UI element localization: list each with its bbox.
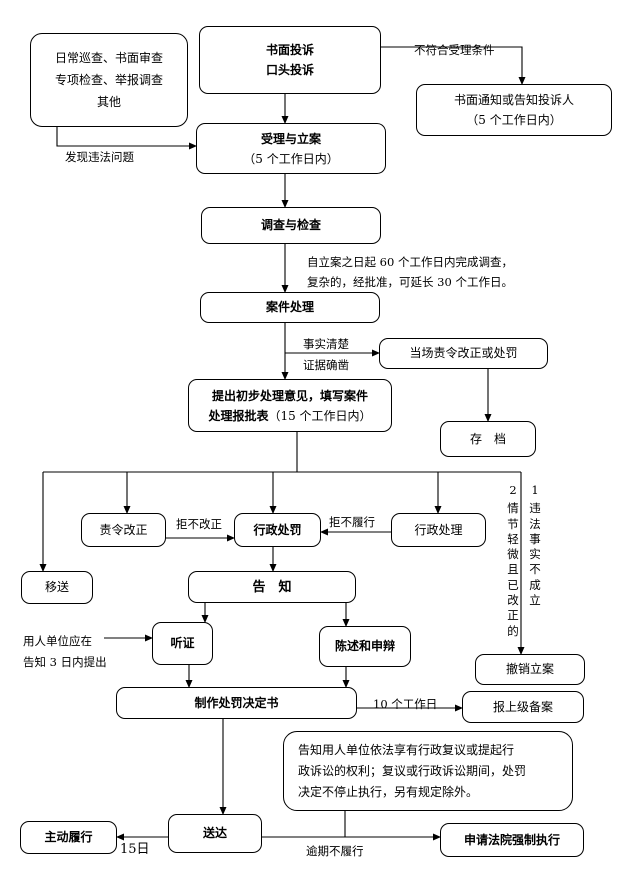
proposal-deadline: （15 个工作日内） xyxy=(268,408,372,423)
reason-1-char: 违 xyxy=(529,501,541,516)
refuse-perform-label: 拒不履行 xyxy=(329,515,375,529)
hearing-label: 听证 xyxy=(170,636,195,650)
complaint-oral: 口头投诉 xyxy=(265,63,314,77)
refuse-fix-label: 拒不改正 xyxy=(176,517,222,531)
case-handling-box: 案件处理 xyxy=(200,292,380,323)
rights-line-2: 政诉讼的权利；复议或行政诉讼期间，处罚 xyxy=(298,763,527,778)
investigate-note: 自立案之日起 60 个工作日内完成调查， 复杂的，经批准，可延长 30 个工作日… xyxy=(307,252,513,292)
revoke-box: 撤销立案 xyxy=(475,654,585,685)
reason-2-char: 轻 xyxy=(507,531,519,546)
revoke-reason-2-column: 2 情 节 轻 微 且 已 改 正 的 xyxy=(507,483,519,639)
complaint-written: 书面投诉 xyxy=(265,43,314,57)
rights-box: 告知用人单位依法享有行政复议或提起行 政诉讼的权利；复议或行政诉讼期间，处罚 决… xyxy=(283,731,573,811)
voluntary-box: 主动履行 xyxy=(20,821,117,854)
archive-box: 存 档 xyxy=(440,421,536,457)
revoke-reason-1-column: 1 违 法 事 实 不 成 立 xyxy=(529,483,541,608)
proposal-line-1: 提出初步处理意见，填写案件 xyxy=(211,388,368,403)
accept-title: 受理与立案 xyxy=(260,131,321,146)
investigate-note-line-1: 自立案之日起 60 个工作日内完成调查， xyxy=(307,255,513,269)
accept-box: 受理与立案 （5 个工作日内） xyxy=(196,123,386,174)
reason-2-char: 正 xyxy=(507,608,519,623)
reason-2-char: 2 xyxy=(509,483,517,497)
decision-label: 制作处罚决定书 xyxy=(194,695,279,710)
found-label: 发现违法问题 xyxy=(65,150,134,164)
inform-label: 告 知 xyxy=(252,579,292,595)
fact-clear-label: 事实清楚 xyxy=(303,337,349,351)
overdue-label: 逾期不履行 xyxy=(306,844,364,858)
sources-line-2: 专项检查、举报调查 xyxy=(54,73,163,87)
penalty-label: 行政处罚 xyxy=(253,522,302,537)
proposal-box: 提出初步处理意见，填写案件 处理报批表（15 个工作日内） xyxy=(188,379,392,432)
investigate-label: 调查与检查 xyxy=(260,218,321,232)
notify-box: 书面通知或告知投诉人 （5 个工作日内） xyxy=(416,84,612,136)
reason-2-char: 改 xyxy=(507,593,519,608)
statement-label: 陈述和申辩 xyxy=(334,639,395,653)
penalty-box: 行政处罚 xyxy=(234,513,321,547)
inform-box: 告 知 xyxy=(188,571,356,603)
notify-line-1: 书面通知或告知投诉人 xyxy=(453,93,574,107)
hearing-box: 听证 xyxy=(152,622,213,665)
complaint-box: 书面投诉 口头投诉 xyxy=(199,26,381,94)
hearing-note-2: 告知 3 日内提出 xyxy=(23,655,107,669)
investigate-box: 调查与检查 xyxy=(201,207,381,244)
reason-1-char: 不 xyxy=(529,562,541,577)
reason-1-char: 1 xyxy=(531,483,539,497)
report-label: 报上级备案 xyxy=(492,699,553,714)
admin-handle-label: 行政处理 xyxy=(414,522,463,537)
order-fix-label: 责令改正 xyxy=(99,522,148,537)
deliver-box: 送达 xyxy=(168,814,262,853)
ten-days-label: 10 个工作日 xyxy=(373,697,438,711)
sources-box: 日常巡查、书面审查 专项检查、举报调查 其他 xyxy=(30,33,188,127)
decision-box: 制作处罚决定书 xyxy=(116,687,357,719)
not-meet-label: 不符合受理条件 xyxy=(414,43,495,57)
statement-box: 陈述和申辩 xyxy=(319,626,411,667)
sources-line-3: 其他 xyxy=(96,95,121,109)
evidence-label: 证据确凿 xyxy=(303,358,349,372)
reason-1-char: 事 xyxy=(529,531,541,546)
hearing-note-1: 用人单位应在 xyxy=(23,634,92,648)
reason-1-char: 法 xyxy=(529,516,541,531)
reason-1-char: 成 xyxy=(529,577,541,592)
reason-2-char: 已 xyxy=(507,577,519,592)
voluntary-label: 主动履行 xyxy=(44,830,93,844)
proposal-form: 处理报批表 xyxy=(208,408,269,423)
onsite-box: 当场责令改正或处罚 xyxy=(379,338,548,369)
court-box: 申请法院强制执行 xyxy=(440,823,584,857)
reason-2-char: 节 xyxy=(507,516,519,531)
reason-1-char: 实 xyxy=(529,547,541,562)
court-label: 申请法院强制执行 xyxy=(463,832,560,847)
accept-deadline: （5 个工作日内） xyxy=(243,151,339,166)
fifteen-days-label: 15日 xyxy=(120,842,150,857)
reason-2-char: 的 xyxy=(507,623,519,638)
proposal-line-2: 处理报批表（15 个工作日内） xyxy=(208,406,371,426)
reason-2-char: 情 xyxy=(507,501,519,516)
rights-line-3: 决定不停止执行，另有规定除外。 xyxy=(298,784,479,799)
rights-line-1: 告知用人单位依法享有行政复议或提起行 xyxy=(298,742,515,757)
onsite-label: 当场责令改正或处罚 xyxy=(409,346,518,360)
reason-1-char: 立 xyxy=(529,593,541,608)
transfer-box: 移送 xyxy=(21,571,93,604)
sources-line-1: 日常巡查、书面审查 xyxy=(54,51,163,65)
reason-2-char: 微 xyxy=(507,547,519,562)
admin-handle-box: 行政处理 xyxy=(391,513,486,547)
transfer-label: 移送 xyxy=(44,580,69,594)
order-fix-box: 责令改正 xyxy=(81,513,166,547)
case-handling-label: 案件处理 xyxy=(265,300,314,314)
investigate-note-line-2: 复杂的，经批准，可延长 30 个工作日。 xyxy=(307,275,513,289)
revoke-label: 撤销立案 xyxy=(505,662,554,676)
report-box: 报上级备案 xyxy=(462,691,584,723)
reason-2-char: 且 xyxy=(507,562,519,577)
archive-label: 存 档 xyxy=(469,431,506,446)
deliver-label: 送达 xyxy=(202,826,227,840)
notify-line-2: （5 个工作日内） xyxy=(466,113,562,127)
